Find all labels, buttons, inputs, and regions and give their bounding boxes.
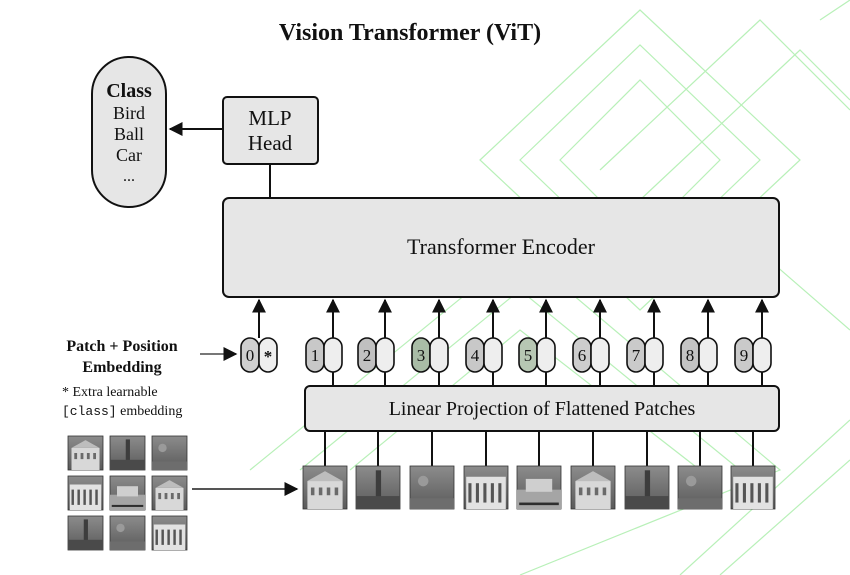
patch-image-4 — [463, 465, 509, 510]
extra-note-code: [class] — [62, 404, 117, 419]
position-index-6: 6 — [578, 346, 587, 365]
token-pair-3: 3 — [411, 298, 449, 386]
source-grid-cell-8 — [109, 515, 146, 551]
source-grid-cell-9 — [151, 515, 188, 551]
patch-embedding-0 — [258, 337, 278, 373]
token-pair-4: 4 — [465, 298, 503, 386]
position-index-3: 3 — [417, 346, 426, 365]
position-index-1: 1 — [311, 346, 320, 365]
source-grid-cell-3 — [151, 435, 188, 471]
patch-embedding-8 — [698, 337, 718, 373]
patch-embedding-7 — [644, 337, 664, 373]
position-index-7: 7 — [632, 346, 641, 365]
diagram-title: Vision Transformer (ViT) — [279, 20, 541, 46]
patch-image-7 — [624, 465, 670, 510]
position-index-0: 0 — [246, 346, 255, 365]
patch-image-9 — [730, 465, 776, 510]
extra-note-line1: * Extra learnable — [62, 385, 158, 400]
patch-image-6 — [570, 465, 616, 510]
embedding-label-line1: Patch + Position — [66, 338, 177, 355]
class-item-bird: Bird — [113, 103, 145, 123]
mlp-head-line2: Head — [248, 131, 293, 155]
source-image-grid — [67, 435, 188, 551]
source-grid-cell-6 — [151, 475, 188, 511]
position-index-5: 5 — [524, 346, 533, 365]
patch-embedding-9 — [752, 337, 772, 373]
token-pair-7: 7 — [626, 298, 664, 386]
class-heading: Class — [106, 80, 152, 102]
source-grid-cell-5 — [109, 475, 146, 511]
mlp-head-line1: MLP — [248, 106, 291, 130]
projection-label: Linear Projection of Flattened Patches — [389, 398, 696, 420]
token-pair-2: 2 — [357, 298, 395, 386]
patch-embedding-4 — [483, 337, 503, 373]
linear-projection-box: Linear Projection of Flattened Patches — [304, 385, 780, 432]
patch-embedding-2 — [375, 337, 395, 373]
extra-note-line2: [class] embedding — [62, 404, 182, 419]
class-output-box: Class Bird Ball Car ... — [91, 56, 167, 208]
token-pair-8: 8 — [680, 298, 718, 386]
flattened-patches — [302, 431, 776, 510]
class-item-car: Car — [116, 145, 142, 165]
patch-embedding-3 — [429, 337, 449, 373]
token-pair-6: 6 — [572, 298, 610, 386]
position-index-8: 8 — [686, 346, 695, 365]
patch-image-3 — [409, 465, 455, 510]
source-grid-cell-2 — [109, 435, 146, 471]
extra-note-suffix: embedding — [117, 404, 183, 419]
patch-embedding-1 — [323, 337, 343, 373]
patch-embedding-6 — [590, 337, 610, 373]
patch-image-8 — [677, 465, 723, 510]
embedding-label-line2: Embedding — [82, 359, 161, 376]
patch-embedding-5 — [536, 337, 556, 373]
source-grid-cell-1 — [67, 435, 104, 471]
patch-image-5 — [516, 465, 562, 510]
token-pair-9: 9 — [734, 298, 772, 386]
transformer-encoder-box: Transformer Encoder — [222, 197, 780, 298]
token-pair-0: 0* — [240, 298, 278, 373]
class-token-symbol: * — [264, 347, 273, 366]
encoder-label: Transformer Encoder — [407, 234, 596, 259]
token-pair-1: 1 — [305, 298, 343, 386]
patch-image-1 — [302, 465, 348, 510]
class-item-ellipsis: ... — [123, 168, 135, 185]
source-grid-cell-4 — [67, 475, 104, 511]
source-grid-cell-7 — [67, 515, 104, 551]
position-index-2: 2 — [363, 346, 372, 365]
mlp-head-box: MLP Head — [222, 96, 319, 165]
position-index-9: 9 — [740, 346, 749, 365]
position-index-4: 4 — [471, 346, 480, 365]
token-pair-5: 5 — [518, 298, 556, 386]
class-item-ball: Ball — [114, 124, 144, 144]
patch-image-2 — [355, 465, 401, 510]
